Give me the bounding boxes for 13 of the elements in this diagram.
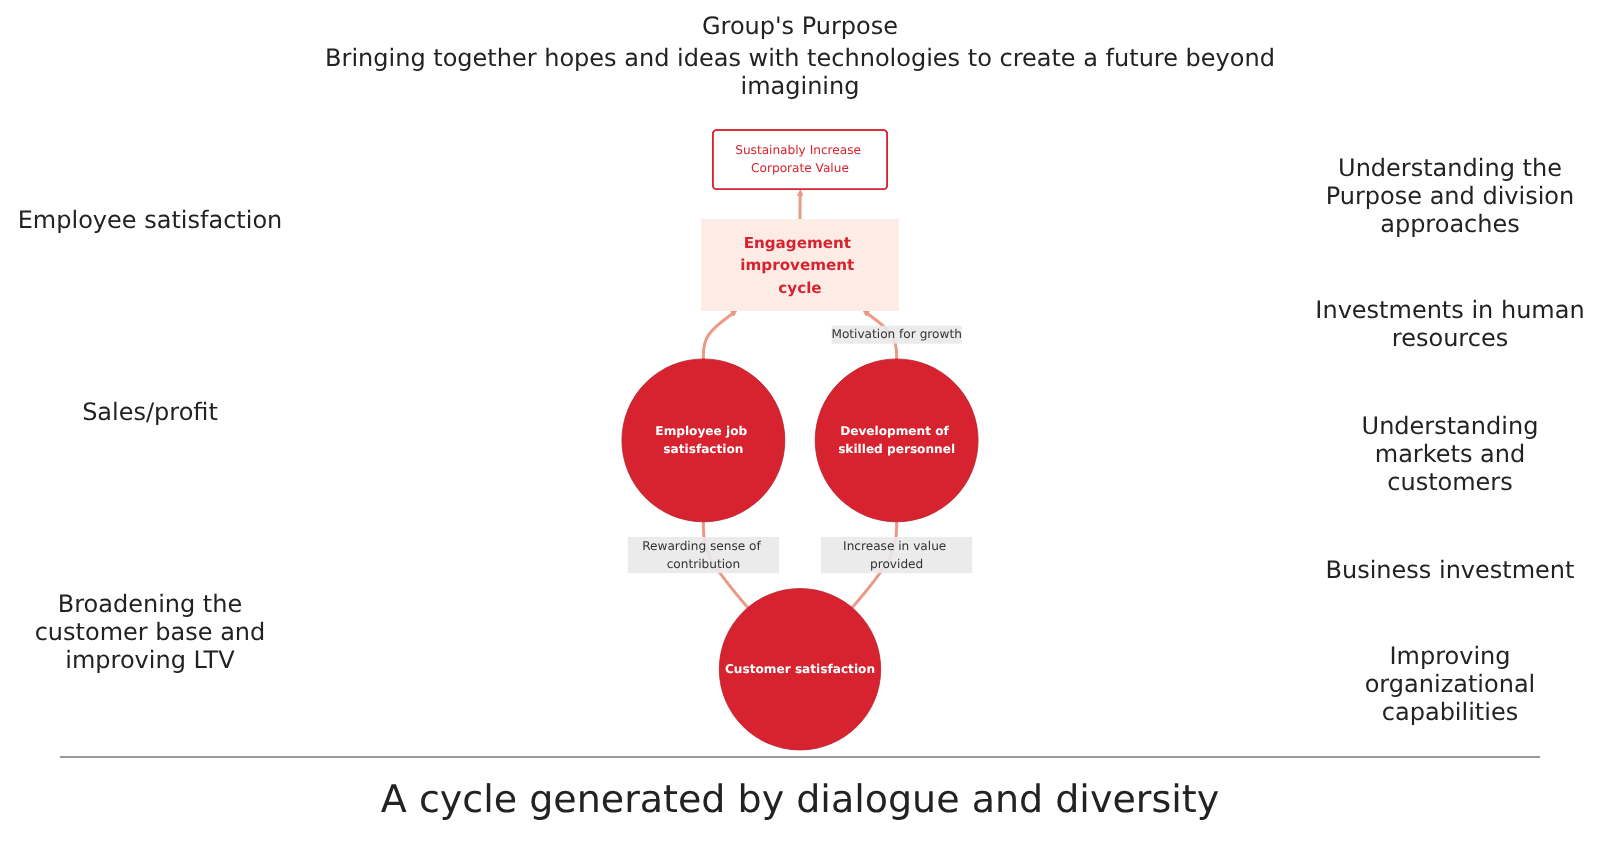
annotation-text: Understanding markets and customers — [1359, 411, 1541, 496]
annotation-text: Understanding the Purpose and division approaches — [1323, 153, 1577, 238]
annotation-text: Improving organizational capabilities — [1362, 642, 1538, 727]
heading: Group's Purpose — [699, 12, 901, 40]
annotation-text: Broadening the customer base and improving LTV — [32, 590, 268, 674]
annotation-text: Employee satisfaction — [15, 206, 285, 234]
annotation-text: Sales/profit — [80, 398, 220, 426]
arrow — [701, 310, 738, 359]
purpose-statement: Bringing together hopes and ideas with technologies to create a future beyond imagining — [323, 44, 1277, 100]
annotation-text: Investments in human resources — [1313, 296, 1587, 353]
caption: A cycle generated by dialogue and diversity — [60, 756, 1540, 852]
arrow — [796, 189, 804, 220]
annotation-text: Business investment — [1323, 555, 1577, 584]
